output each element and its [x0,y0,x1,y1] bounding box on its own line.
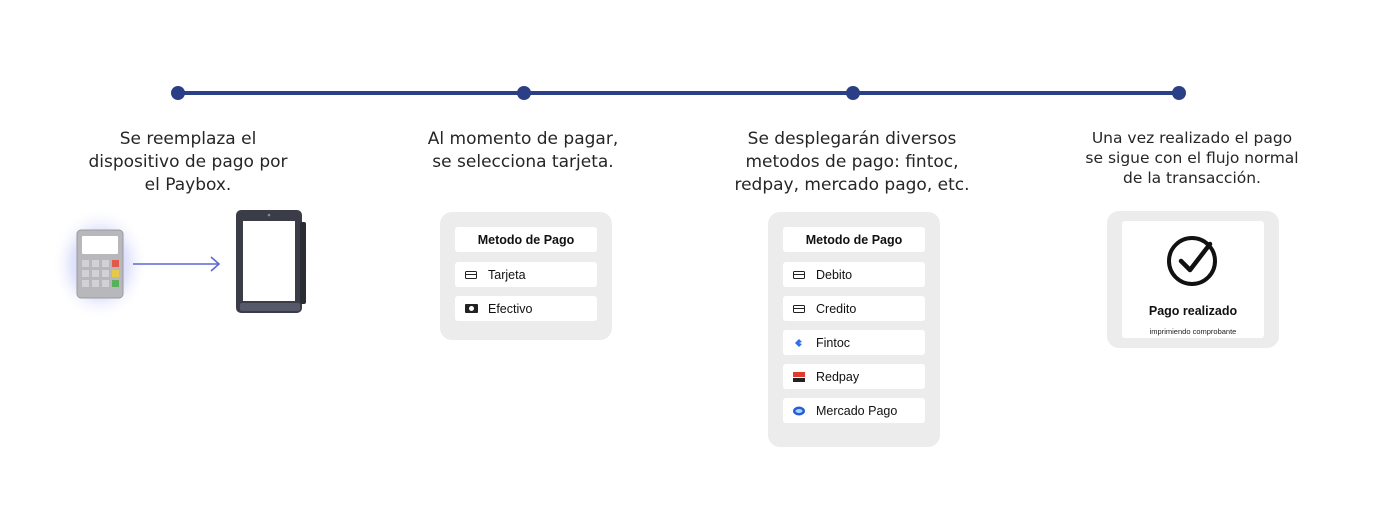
cash-icon [464,303,478,315]
payment-success-panel: Pago realizado imprimiendo comprobante [1107,211,1279,348]
caption-line: se selecciona tarjeta. [432,152,614,172]
payment-option-mercado-pago[interactable]: Mercado Pago [783,398,925,423]
payment-option-label: Mercado Pago [816,403,898,418]
credit-card-icon [464,269,478,281]
payment-method-panel-small: Metodo de Pago Tarjeta Efectivo [440,212,612,340]
fintoc-logo-icon [792,337,806,349]
mercado-pago-logo-icon [792,405,806,417]
caption-line: Al momento de pagar, [427,129,619,149]
success-card: Pago realizado imprimiendo comprobante [1122,221,1264,338]
caption-line: Se desplegarán diversos [747,129,957,149]
credit-card-icon [792,303,806,315]
payment-option-label: Debito [816,267,853,282]
arrow-right-icon [133,256,221,272]
caption-line: metodos de pago: fintoc, [745,152,959,172]
timeline-dot-3 [846,86,860,100]
payment-option-efectivo[interactable]: Efectivo [455,296,597,321]
caption-line: se sigue con el flujo normal [1085,149,1299,167]
caption-line: de la transacción. [1123,169,1261,187]
timeline-line [178,91,1179,95]
caption-line: el Paybox. [144,175,232,195]
payment-option-tarjeta[interactable]: Tarjeta [455,262,597,287]
payment-option-fintoc[interactable]: Fintoc [783,330,925,355]
pos-terminal-icon [76,229,124,299]
success-subtitle: imprimiendo comprobante [1149,327,1237,336]
credit-card-icon [792,269,806,281]
check-circle-icon [1167,236,1217,286]
payment-option-label: Tarjeta [488,267,526,282]
caption-line: Se reemplaza el [119,129,257,149]
caption-line: redpay, mercado pago, etc. [734,175,970,195]
payment-option-label: Fintoc [816,335,851,350]
payment-option-label: Redpay [816,369,860,384]
payment-option-redpay[interactable]: Redpay [783,364,925,389]
step-4-caption: Una vez realizado el pago se sigue con e… [1085,128,1298,188]
step-1-caption: Se reemplaza el dispositivo de pago por … [88,128,287,197]
timeline-dot-1 [171,86,185,100]
step-2-caption: Al momento de pagar, se selecciona tarje… [428,128,618,174]
success-title: Pago realizado [1148,304,1238,318]
payment-option-debito[interactable]: Debito [783,262,925,287]
panel-title: Metodo de Pago [455,227,597,252]
caption-line: dispositivo de pago por [88,152,288,172]
timeline-dot-4 [1172,86,1186,100]
redpay-logo-icon [792,371,806,383]
step-3-caption: Se desplegarán diversos metodos de pago:… [734,128,969,197]
device-replacement-illustration [52,204,314,320]
payment-method-panel-large: Metodo de Pago Debito Credito Fintoc Red… [768,212,940,447]
payment-option-label: Credito [816,301,857,316]
panel-title: Metodo de Pago [783,227,925,252]
paybox-tablet-icon [236,210,306,313]
timeline-dot-2 [517,86,531,100]
caption-line: Una vez realizado el pago [1091,129,1293,147]
payment-option-label: Efectivo [488,301,533,316]
payment-option-credito[interactable]: Credito [783,296,925,321]
